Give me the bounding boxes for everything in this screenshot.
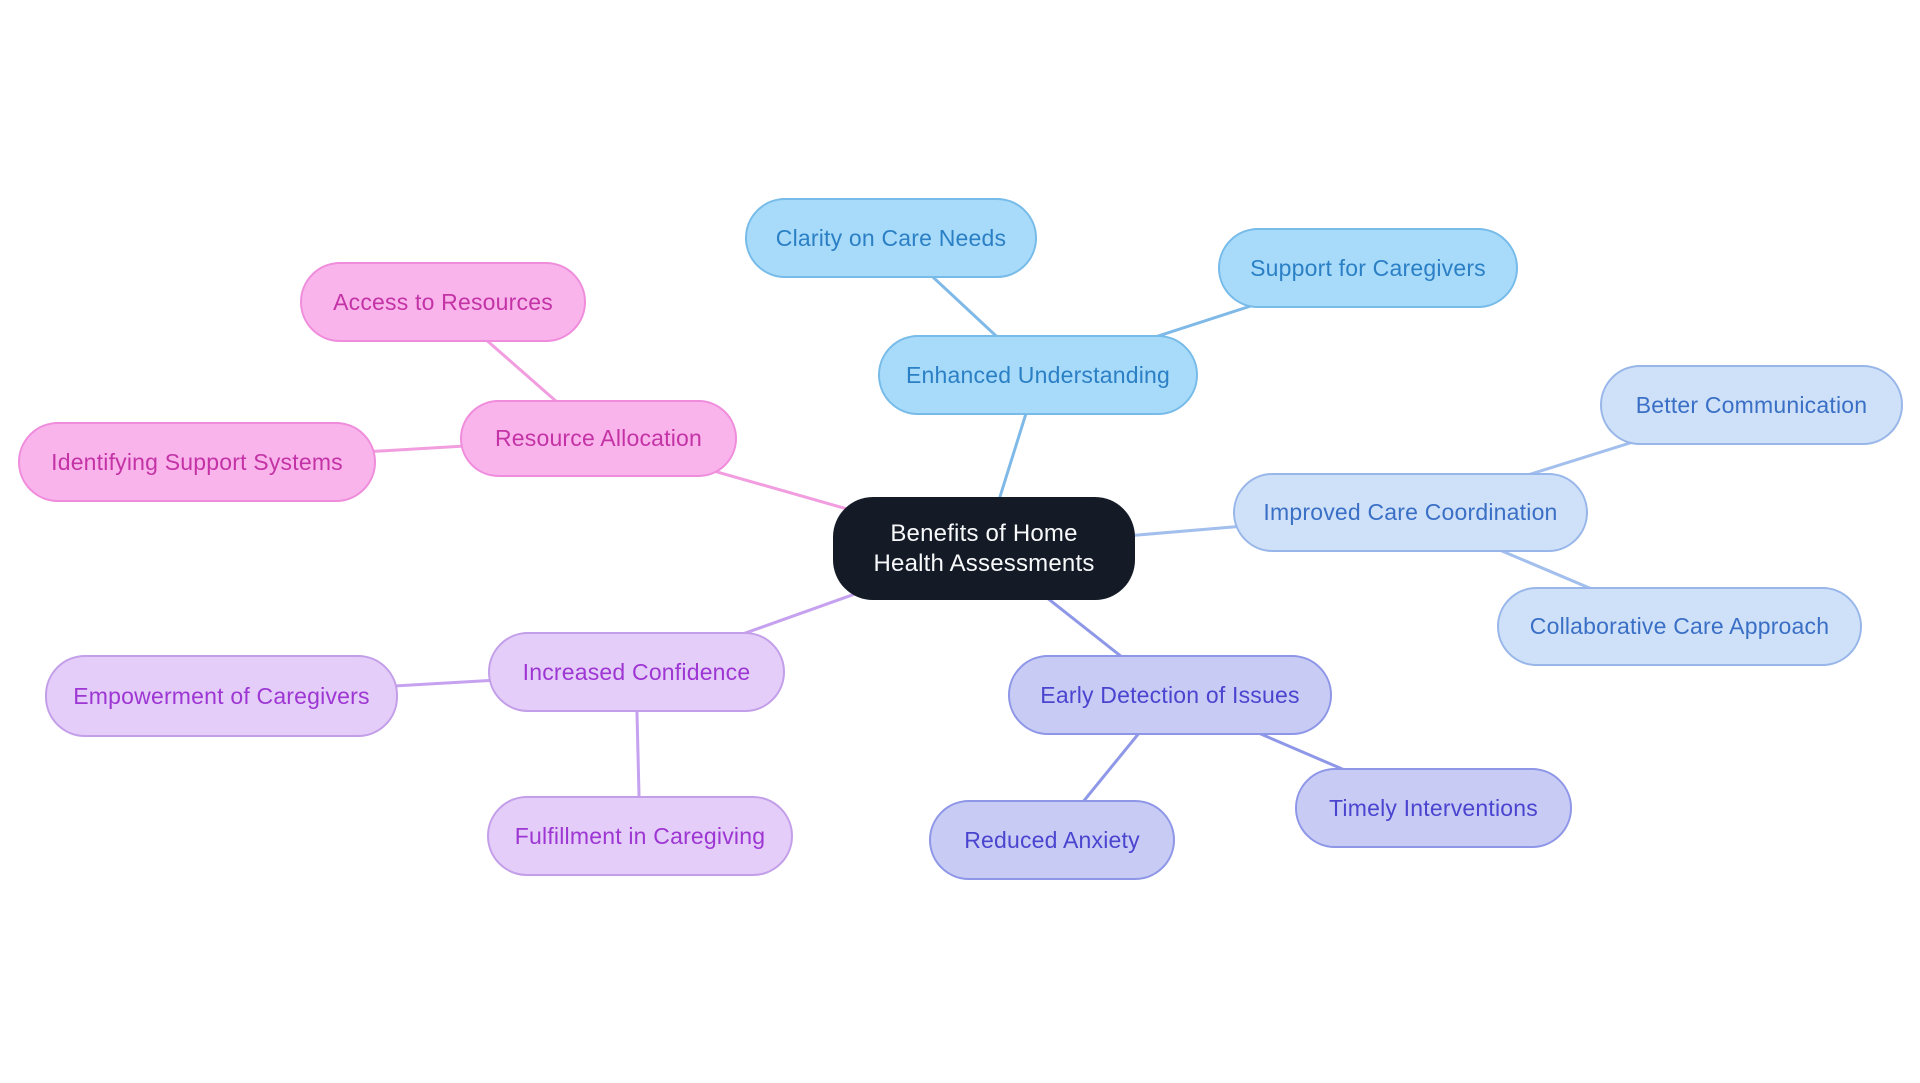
node-identifying-support-systems[interactable]: Identifying Support Systems <box>18 422 376 502</box>
node-label: Benefits of Home Health Assessments <box>873 519 1095 577</box>
node-better-communication[interactable]: Better Communication <box>1600 365 1903 445</box>
node-label: Better Communication <box>1635 391 1868 418</box>
node-increased-confidence[interactable]: Increased Confidence <box>488 632 785 712</box>
node-fulfillment-in-caregiving[interactable]: Fulfillment in Caregiving <box>487 796 793 876</box>
node-label: Support for Caregivers <box>1250 254 1486 281</box>
node-label: Access to Resources <box>333 288 553 315</box>
node-clarity-on-care-needs[interactable]: Clarity on Care Needs <box>745 198 1037 278</box>
node-collaborative-care-approach[interactable]: Collaborative Care Approach <box>1497 587 1862 666</box>
node-timely-interventions[interactable]: Timely Interventions <box>1295 768 1572 848</box>
node-label: Reduced Anxiety <box>964 826 1140 853</box>
node-label: Enhanced Understanding <box>906 361 1170 388</box>
node-early-detection-of-issues[interactable]: Early Detection of Issues <box>1008 655 1332 735</box>
node-label: Fulfillment in Caregiving <box>514 822 766 849</box>
node-support-for-caregivers[interactable]: Support for Caregivers <box>1218 228 1518 308</box>
node-label: Timely Interventions <box>1329 794 1538 821</box>
node-label: Collaborative Care Approach <box>1529 613 1830 640</box>
node-label: Improved Care Coordination <box>1263 499 1558 526</box>
node-reduced-anxiety[interactable]: Reduced Anxiety <box>929 800 1175 880</box>
node-label: Resource Allocation <box>494 425 703 452</box>
node-label: Increased Confidence <box>522 658 751 685</box>
node-improved-care-coordination[interactable]: Improved Care Coordination <box>1233 473 1588 552</box>
node-empowerment-of-caregivers[interactable]: Empowerment of Caregivers <box>45 655 398 737</box>
node-label: Clarity on Care Needs <box>775 224 1007 251</box>
node-label: Empowerment of Caregivers <box>73 682 370 709</box>
node-resource-allocation[interactable]: Resource Allocation <box>460 400 737 477</box>
node-central-topic[interactable]: Benefits of Home Health Assessments <box>833 497 1135 600</box>
node-enhanced-understanding[interactable]: Enhanced Understanding <box>878 335 1198 415</box>
node-label: Identifying Support Systems <box>51 448 343 475</box>
node-label: Early Detection of Issues <box>1040 681 1300 708</box>
node-access-to-resources[interactable]: Access to Resources <box>300 262 586 342</box>
